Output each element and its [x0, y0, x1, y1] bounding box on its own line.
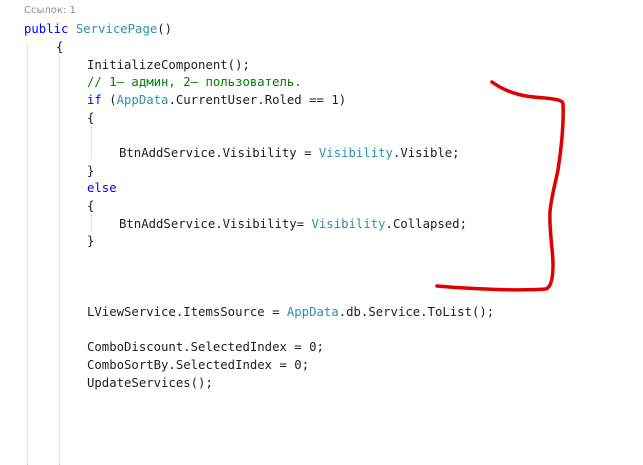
code-line-combo-sort[interactable]: ComboSortBy.SelectedIndex = 0;	[87, 358, 310, 372]
method-name-token: ServicePage	[75, 22, 158, 36]
code-line-open-brace[interactable]: {	[87, 199, 95, 213]
references-codelens[interactable]: Ссылок: 1	[24, 5, 76, 16]
indent-guide	[91, 126, 92, 158]
code-line-combo-discount[interactable]: ComboDiscount.SelectedIndex = 0;	[87, 340, 324, 354]
code-line-else[interactable]: else	[87, 181, 117, 195]
code-token: .CurrentUser.Roled == 1)	[168, 93, 347, 107]
type-token: AppData	[116, 93, 169, 107]
indent-guide	[59, 56, 60, 465]
code-line-comment[interactable]: // 1– админ, 2– пользователь.	[87, 75, 302, 89]
type-token: Visibility	[318, 146, 393, 160]
keyword-token: public	[24, 22, 69, 36]
code-line-initialize[interactable]: InitializeComponent();	[87, 58, 250, 72]
type-token: AppData	[286, 305, 339, 319]
code-line-collapsed[interactable]: BtnAddService.Visibility= Visibility.Col…	[119, 215, 467, 233]
code-line-visible[interactable]: BtnAddService.Visibility = Visibility.Vi…	[119, 144, 460, 162]
code-line-close-brace[interactable]: }	[87, 164, 95, 178]
code-token: .Collapsed;	[385, 217, 467, 231]
code-token: BtnAddService.Visibility=	[119, 217, 312, 231]
code-line-close-brace[interactable]: }	[87, 234, 95, 248]
code-line-update-services[interactable]: UpdateServices();	[87, 376, 213, 390]
keyword-token: if	[87, 93, 102, 107]
code-token: LViewService.ItemsSource =	[87, 305, 287, 319]
code-line-method-signature[interactable]: public ServicePage()	[24, 20, 172, 38]
type-token: Visibility	[311, 217, 386, 231]
code-token: (	[101, 93, 117, 107]
code-line-if[interactable]: if (AppData.CurrentUser.Roled == 1)	[87, 91, 346, 109]
indent-guide	[91, 214, 92, 232]
code-line-items-source[interactable]: LViewService.ItemsSource = AppData.db.Se…	[87, 303, 494, 321]
code-token: .db.Service.ToList();	[338, 305, 495, 319]
code-line-open-brace[interactable]: {	[87, 111, 95, 125]
code-token: BtnAddService.Visibility =	[119, 146, 319, 160]
code-token: ()	[157, 22, 173, 36]
code-line-open-brace[interactable]: {	[56, 40, 64, 54]
code-token: .Visible;	[392, 146, 460, 160]
space-token	[68, 22, 75, 36]
indent-guide	[27, 44, 28, 465]
